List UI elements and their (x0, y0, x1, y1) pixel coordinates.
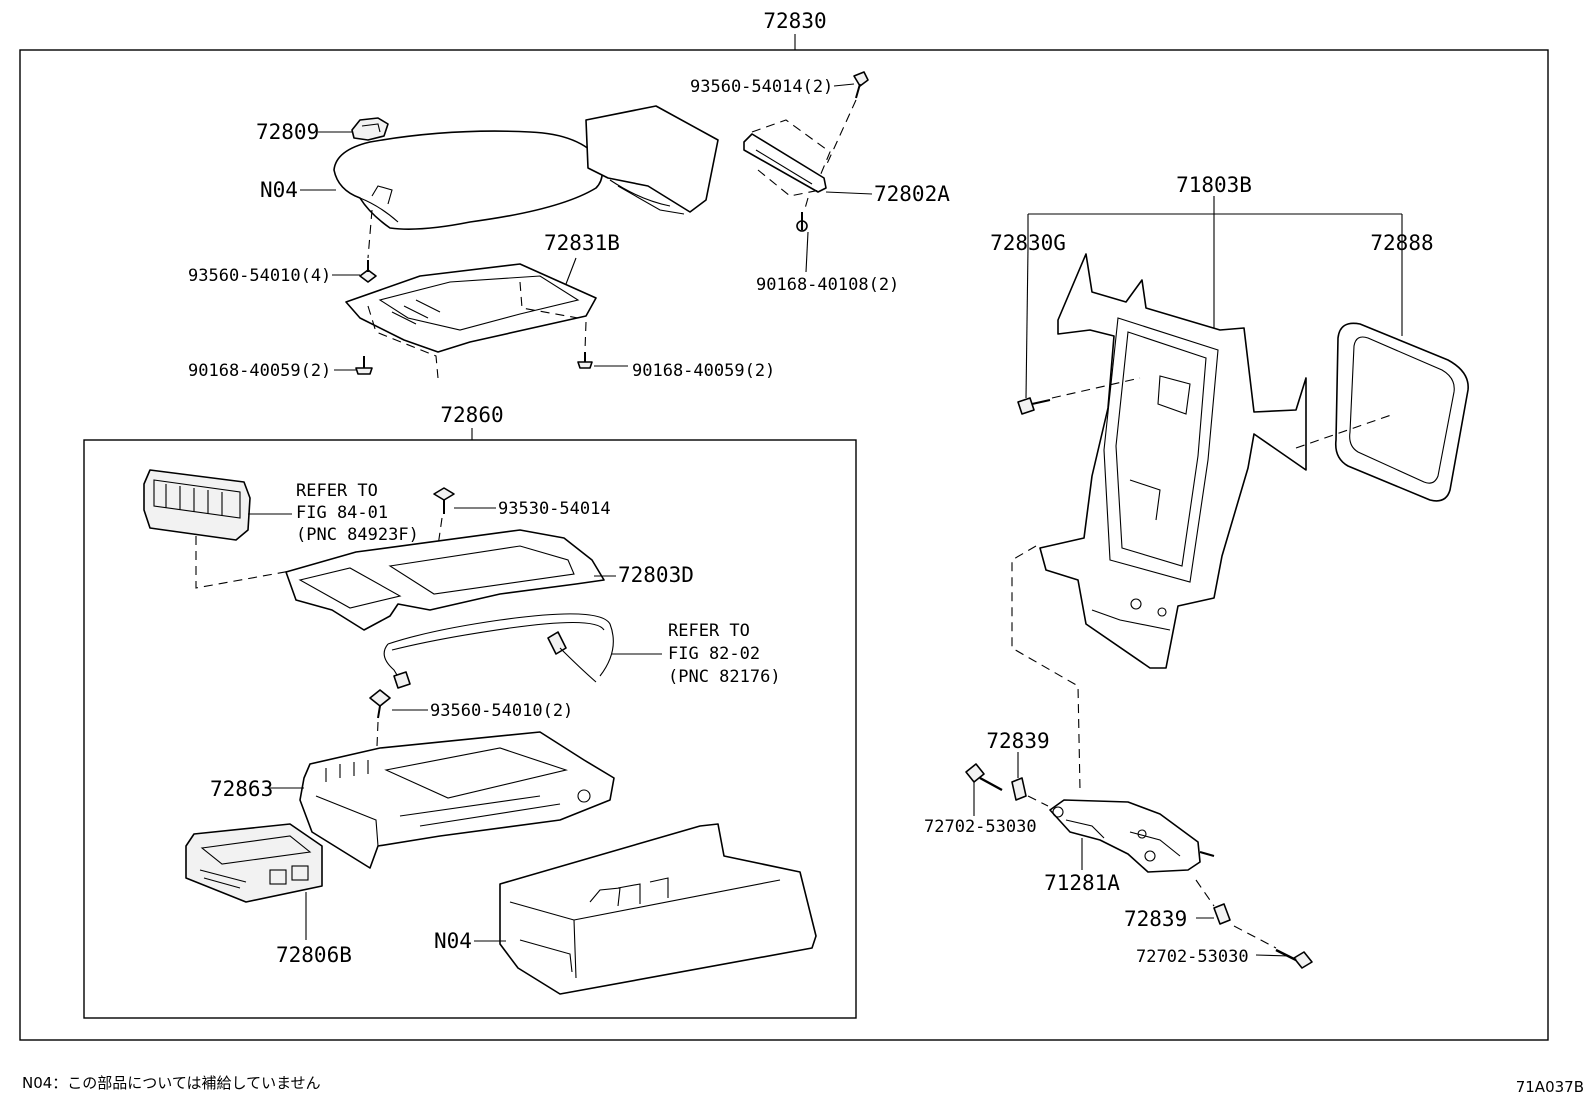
cap-72809-part (351, 117, 389, 141)
tray-n04-part (499, 823, 817, 995)
refer-82-line3: (PNC 82176) (668, 667, 781, 687)
assembly-frame (19, 49, 1549, 1041)
label-72702-53030-top: 72702-53030 (924, 817, 1037, 837)
frame-lines (19, 34, 1549, 1041)
screw-top-right-part (853, 71, 869, 99)
refer-84-line2: FIG 84-01 (296, 503, 388, 523)
label-72802A: 72802A (874, 182, 950, 206)
bushing-72839-top-part (1011, 777, 1027, 801)
label-93560-54014: 93560-54014(2) (690, 77, 833, 97)
label-assembly-72830: 72830 (763, 9, 826, 33)
label-n04-lid: N04 (260, 178, 298, 202)
refer-82-line2: FIG 82-02 (668, 644, 760, 664)
label-93560-54010-4: 93560-54010(4) (188, 266, 331, 286)
footer-note: N04：この部品については補給していません (22, 1074, 321, 1092)
label-72839-bottom: 72839 (1124, 907, 1187, 931)
label-72863: 72863 (210, 777, 273, 801)
label-71281A: 71281A (1044, 871, 1120, 895)
label-72702-53030-bottom: 72702-53030 (1136, 947, 1249, 967)
label-90168-40059-left: 90168-40059(2) (188, 361, 331, 381)
screw-93560-54010-2-part (369, 689, 391, 719)
bezel-72803D-part (285, 529, 605, 631)
bushing-72839-bottom-part (1213, 903, 1231, 925)
refer-84-line3: (PNC 84923F) (296, 525, 419, 545)
label-72830G: 72830G (990, 231, 1066, 255)
bolt-90168-40059-left-part (355, 356, 373, 375)
label-71803B: 71803B (1176, 173, 1252, 197)
frame-group (965, 196, 1469, 969)
holder-72806B-part (185, 823, 323, 903)
sub-assembly-frame (83, 439, 857, 1019)
screw-93530-54014-part (433, 487, 455, 514)
switch-84923F-part (143, 469, 251, 541)
box-72863-part (299, 731, 615, 869)
panel-72831B-part (345, 263, 597, 353)
lid-flap-part (585, 105, 719, 213)
screw-93560-54010-4-part (359, 260, 377, 283)
bolt-72702-53030-bottom-part (1275, 948, 1313, 969)
lid-group (333, 71, 869, 379)
label-90168-40108: 90168-40108(2) (756, 275, 899, 295)
label-72803D: 72803D (618, 563, 694, 587)
label-n04-tray: N04 (434, 929, 472, 953)
leader-lines (248, 83, 1291, 957)
figure-code: 71A037B (1516, 1078, 1584, 1096)
label-72831B: 72831B (544, 231, 620, 255)
bracket-71281A-part (1049, 799, 1201, 873)
label-93560-54010-2: 93560-54010(2) (430, 701, 573, 721)
clip-72830G-part (1017, 397, 1051, 415)
seal-72888-part (1334, 322, 1469, 502)
label-90168-40059-right: 90168-40059(2) (632, 361, 775, 381)
refer-84-line1: REFER TO (296, 481, 378, 501)
wire-harness-82176-part (383, 613, 614, 689)
labels: 72830 93560-54014(2) 72809 N04 72802A 93… (22, 9, 1584, 1096)
bolt-90168-40059-right-part (577, 352, 593, 369)
hinge-72802A-part (743, 133, 827, 193)
label-72888: 72888 (1370, 231, 1433, 255)
label-72806B: 72806B (276, 943, 352, 967)
lid-n04-part (333, 130, 604, 230)
bolt-72702-53030-top-part (965, 763, 1003, 792)
label-72809: 72809 (256, 120, 319, 144)
label-93530-54014: 93530-54014 (498, 499, 611, 519)
refer-82-line1: REFER TO (668, 621, 750, 641)
label-72839-top: 72839 (986, 729, 1049, 753)
label-72860: 72860 (440, 403, 503, 427)
bolt-90168-40108-part (796, 212, 808, 232)
frame-71803B-part (1039, 253, 1307, 669)
console-box-group (143, 469, 817, 995)
